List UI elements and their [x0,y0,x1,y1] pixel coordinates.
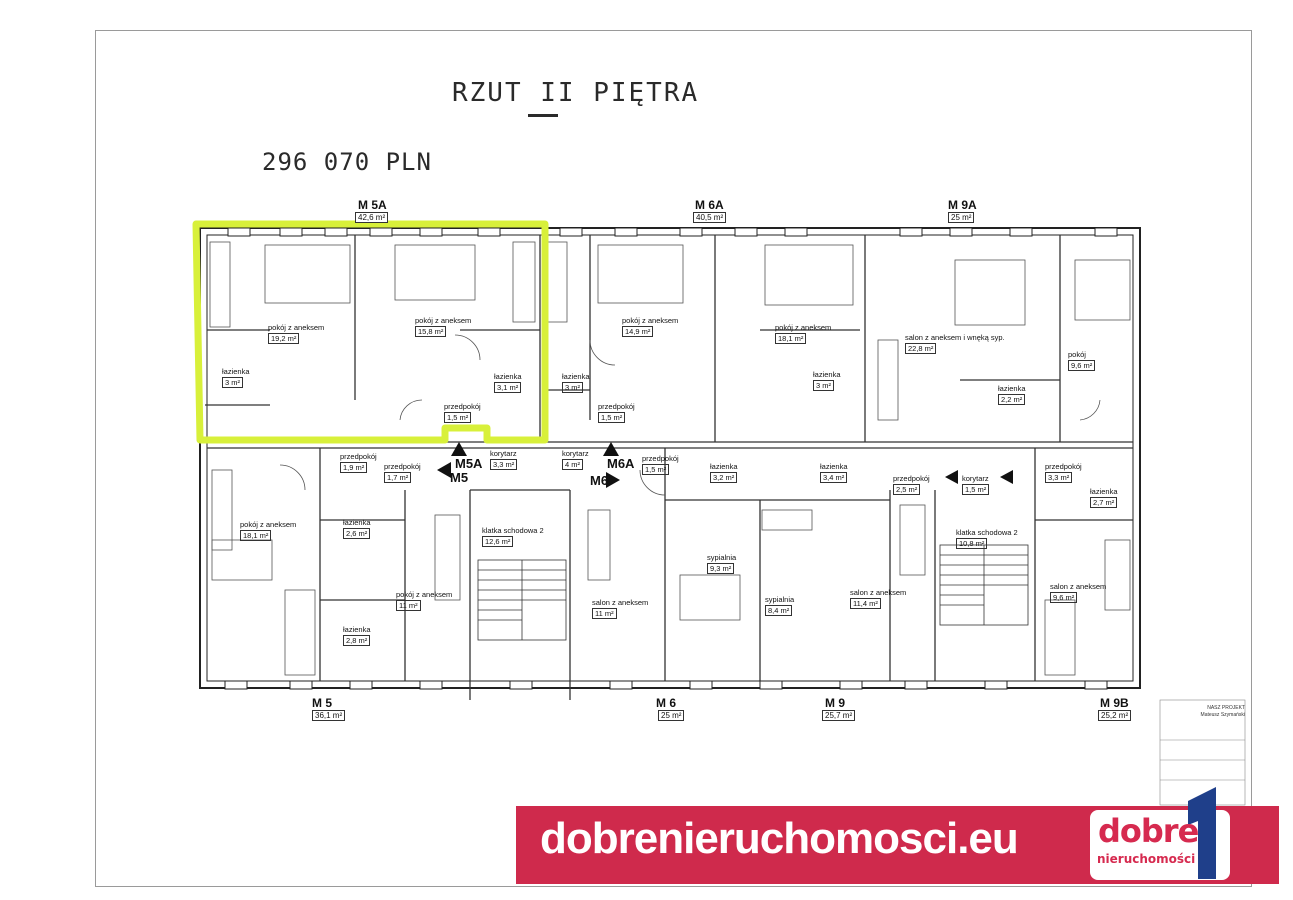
marker-m5a: M5A [455,456,483,471]
marker-m6a: M6A [607,456,635,471]
unit-label-m9a: M 9A [948,198,977,212]
m5a-highlight [192,220,549,444]
unit-label-m9b: M 9B [1100,696,1129,710]
windows-bottom [224,680,1108,690]
unit-area-m6a: 40,5 m² [693,212,727,223]
title-underline [528,114,558,117]
door-swings [279,334,1101,496]
unit-area-m5a: 42,6 m² [355,212,389,223]
unit-label-m5: M 5 [312,696,333,710]
brand-site-text[interactable]: dobrenieruchomosci.eu [540,814,1019,863]
unit-area-m6: 25 m² [658,710,685,721]
room-label: salon z aneksem i wnęką syp.22,8 m² [905,333,1005,354]
windows-top [227,227,1118,237]
staircase-2 [939,544,1029,626]
staircase-1 [477,559,567,641]
unit-label-m9: M 9 [825,696,846,710]
title-block: NASZ PROJEKT Mateusz Szymański [1165,705,1245,805]
building-outline [199,227,1141,689]
building-inner-outline [206,234,1134,682]
title-block-lines [1159,699,1246,806]
unit-area-m9b: 25,2 m² [1098,710,1132,721]
unit-label-m5a: M 5A [358,198,387,212]
unit-label-m6a: M 6A [695,198,724,212]
logo-sub-text: nieruchomości [1097,852,1196,866]
unit-area-m9a: 25 m² [948,212,975,223]
title-block-line: NASZ PROJEKT [1207,705,1245,711]
price-label: 296 070 PLN [262,148,432,176]
marker-m6: M6 [590,473,609,488]
unit-area-m5: 36,1 m² [312,710,346,721]
marker-m5: M5 [450,470,469,485]
logo-main-text: dobre [1098,812,1199,850]
arrow-markers [437,442,1013,488]
brand-banner [516,806,1087,884]
unit-label-m6: M 6 [656,696,677,710]
drawing-sheet [95,30,1252,887]
unit-area-m9: 25,7 m² [822,710,856,721]
title-block-line: Mateusz Szymański [1200,712,1245,718]
plan-title: RZUT II PIĘTRA [452,78,700,108]
logo-one-icon [1188,787,1216,879]
outer-walls [199,227,1141,689]
